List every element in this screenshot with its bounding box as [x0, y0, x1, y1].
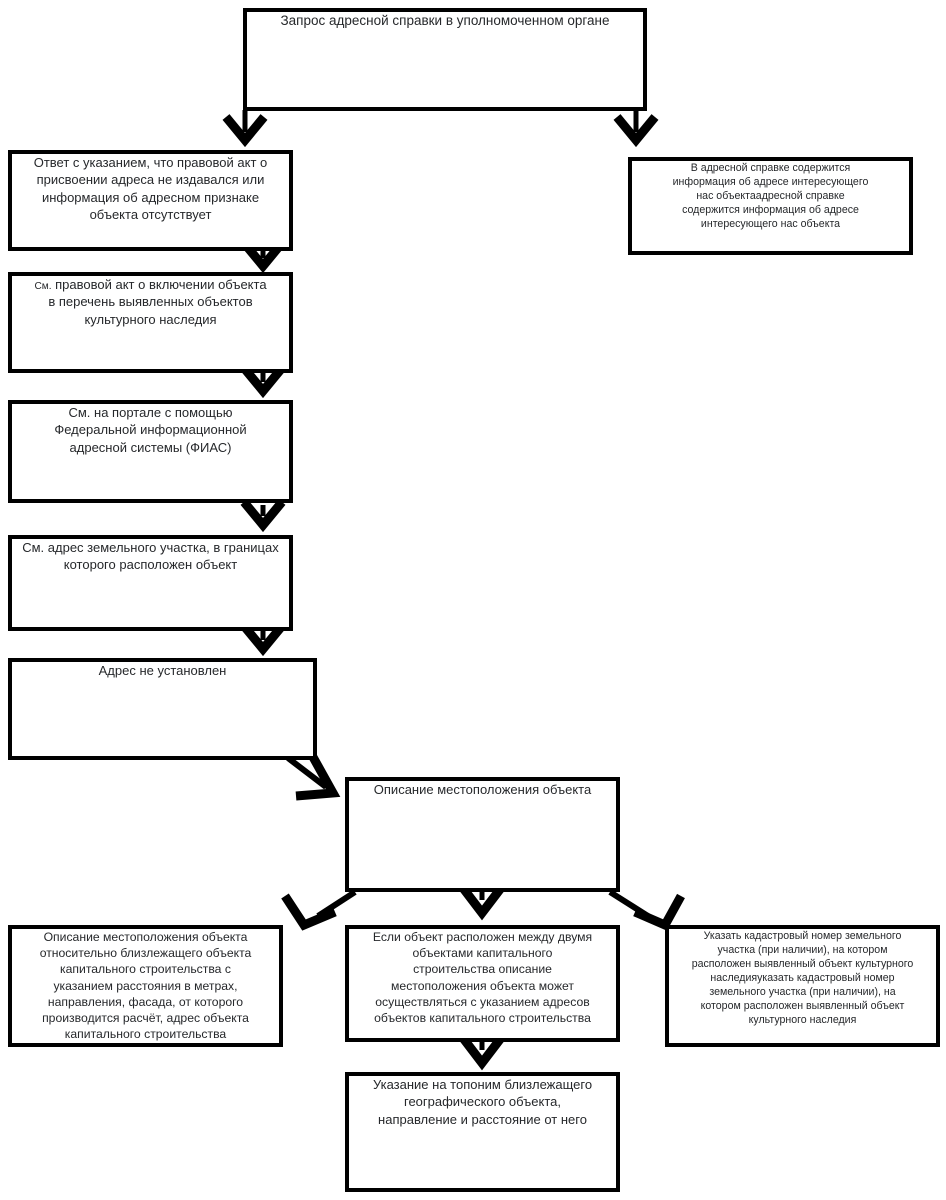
node-text: См. на портале с помощью Федеральной инф…	[54, 405, 247, 455]
node-cadastral-number[interactable]: Указать кадастровый номер земельного уча…	[665, 925, 940, 1047]
node-text-body: правовой акт о включении объекта в переч…	[48, 277, 267, 327]
arrow-location-to-left-child	[281, 889, 357, 931]
arrow-top-to-certificate	[613, 110, 659, 148]
arrow-not-established-to-location	[286, 754, 341, 801]
node-text: Если объект расположен между двумя объек…	[372, 930, 593, 1026]
node-text: Ответ с указанием, что правовой акт о пр…	[33, 155, 268, 222]
node-see-portal-fias[interactable]: См. на портале с помощью Федеральной инф…	[8, 400, 293, 503]
node-address-certificate-contains[interactable]: В адресной справке содержится информация…	[628, 157, 913, 255]
node-text: В адресной справке содержится информация…	[672, 162, 869, 231]
node-text-prefix: См.	[34, 281, 52, 292]
node-see-legal-act-inclusion[interactable]: См. правовой акт о включении объекта в п…	[8, 272, 293, 373]
node-request-address-certificate[interactable]: Запрос адресной справки в уполномоченном…	[243, 8, 647, 111]
node-address-not-established[interactable]: Адрес не установлен	[8, 658, 317, 760]
node-toponym-indication[interactable]: Указание на топоним близлежащего географ…	[345, 1072, 620, 1192]
node-text: Описание местоположения объекта	[373, 782, 592, 797]
node-text: Запрос адресной справки в уполномоченном…	[280, 13, 610, 28]
arrow-location-to-right-child	[608, 889, 685, 931]
node-text: Указать кадастровый номер земельного уча…	[691, 930, 914, 1027]
node-object-location-description[interactable]: Описание местоположения объекта	[345, 777, 620, 892]
node-text: Указание на топоним близлежащего географ…	[372, 1077, 593, 1127]
node-see-land-plot-address[interactable]: См. адрес земельного участка, в границах…	[8, 535, 293, 631]
node-text: См. правовой акт о включении объекта в п…	[12, 276, 289, 328]
node-text: Описание местоположения объекта относите…	[39, 930, 252, 1042]
arrow-fias-to-land-plot	[240, 499, 286, 533]
node-text: См. адрес земельного участка, в границах…	[22, 540, 279, 573]
node-text: Адрес не установлен	[98, 663, 227, 678]
node-between-two-objects[interactable]: Если объект расположен между двумя объек…	[345, 925, 620, 1042]
node-description-relative-to-nearby[interactable]: Описание местоположения объекта относите…	[8, 925, 283, 1047]
node-answer-no-legal-act[interactable]: Ответ с указанием, что правовой акт о пр…	[8, 150, 293, 251]
arrow-top-to-answer	[222, 110, 268, 148]
